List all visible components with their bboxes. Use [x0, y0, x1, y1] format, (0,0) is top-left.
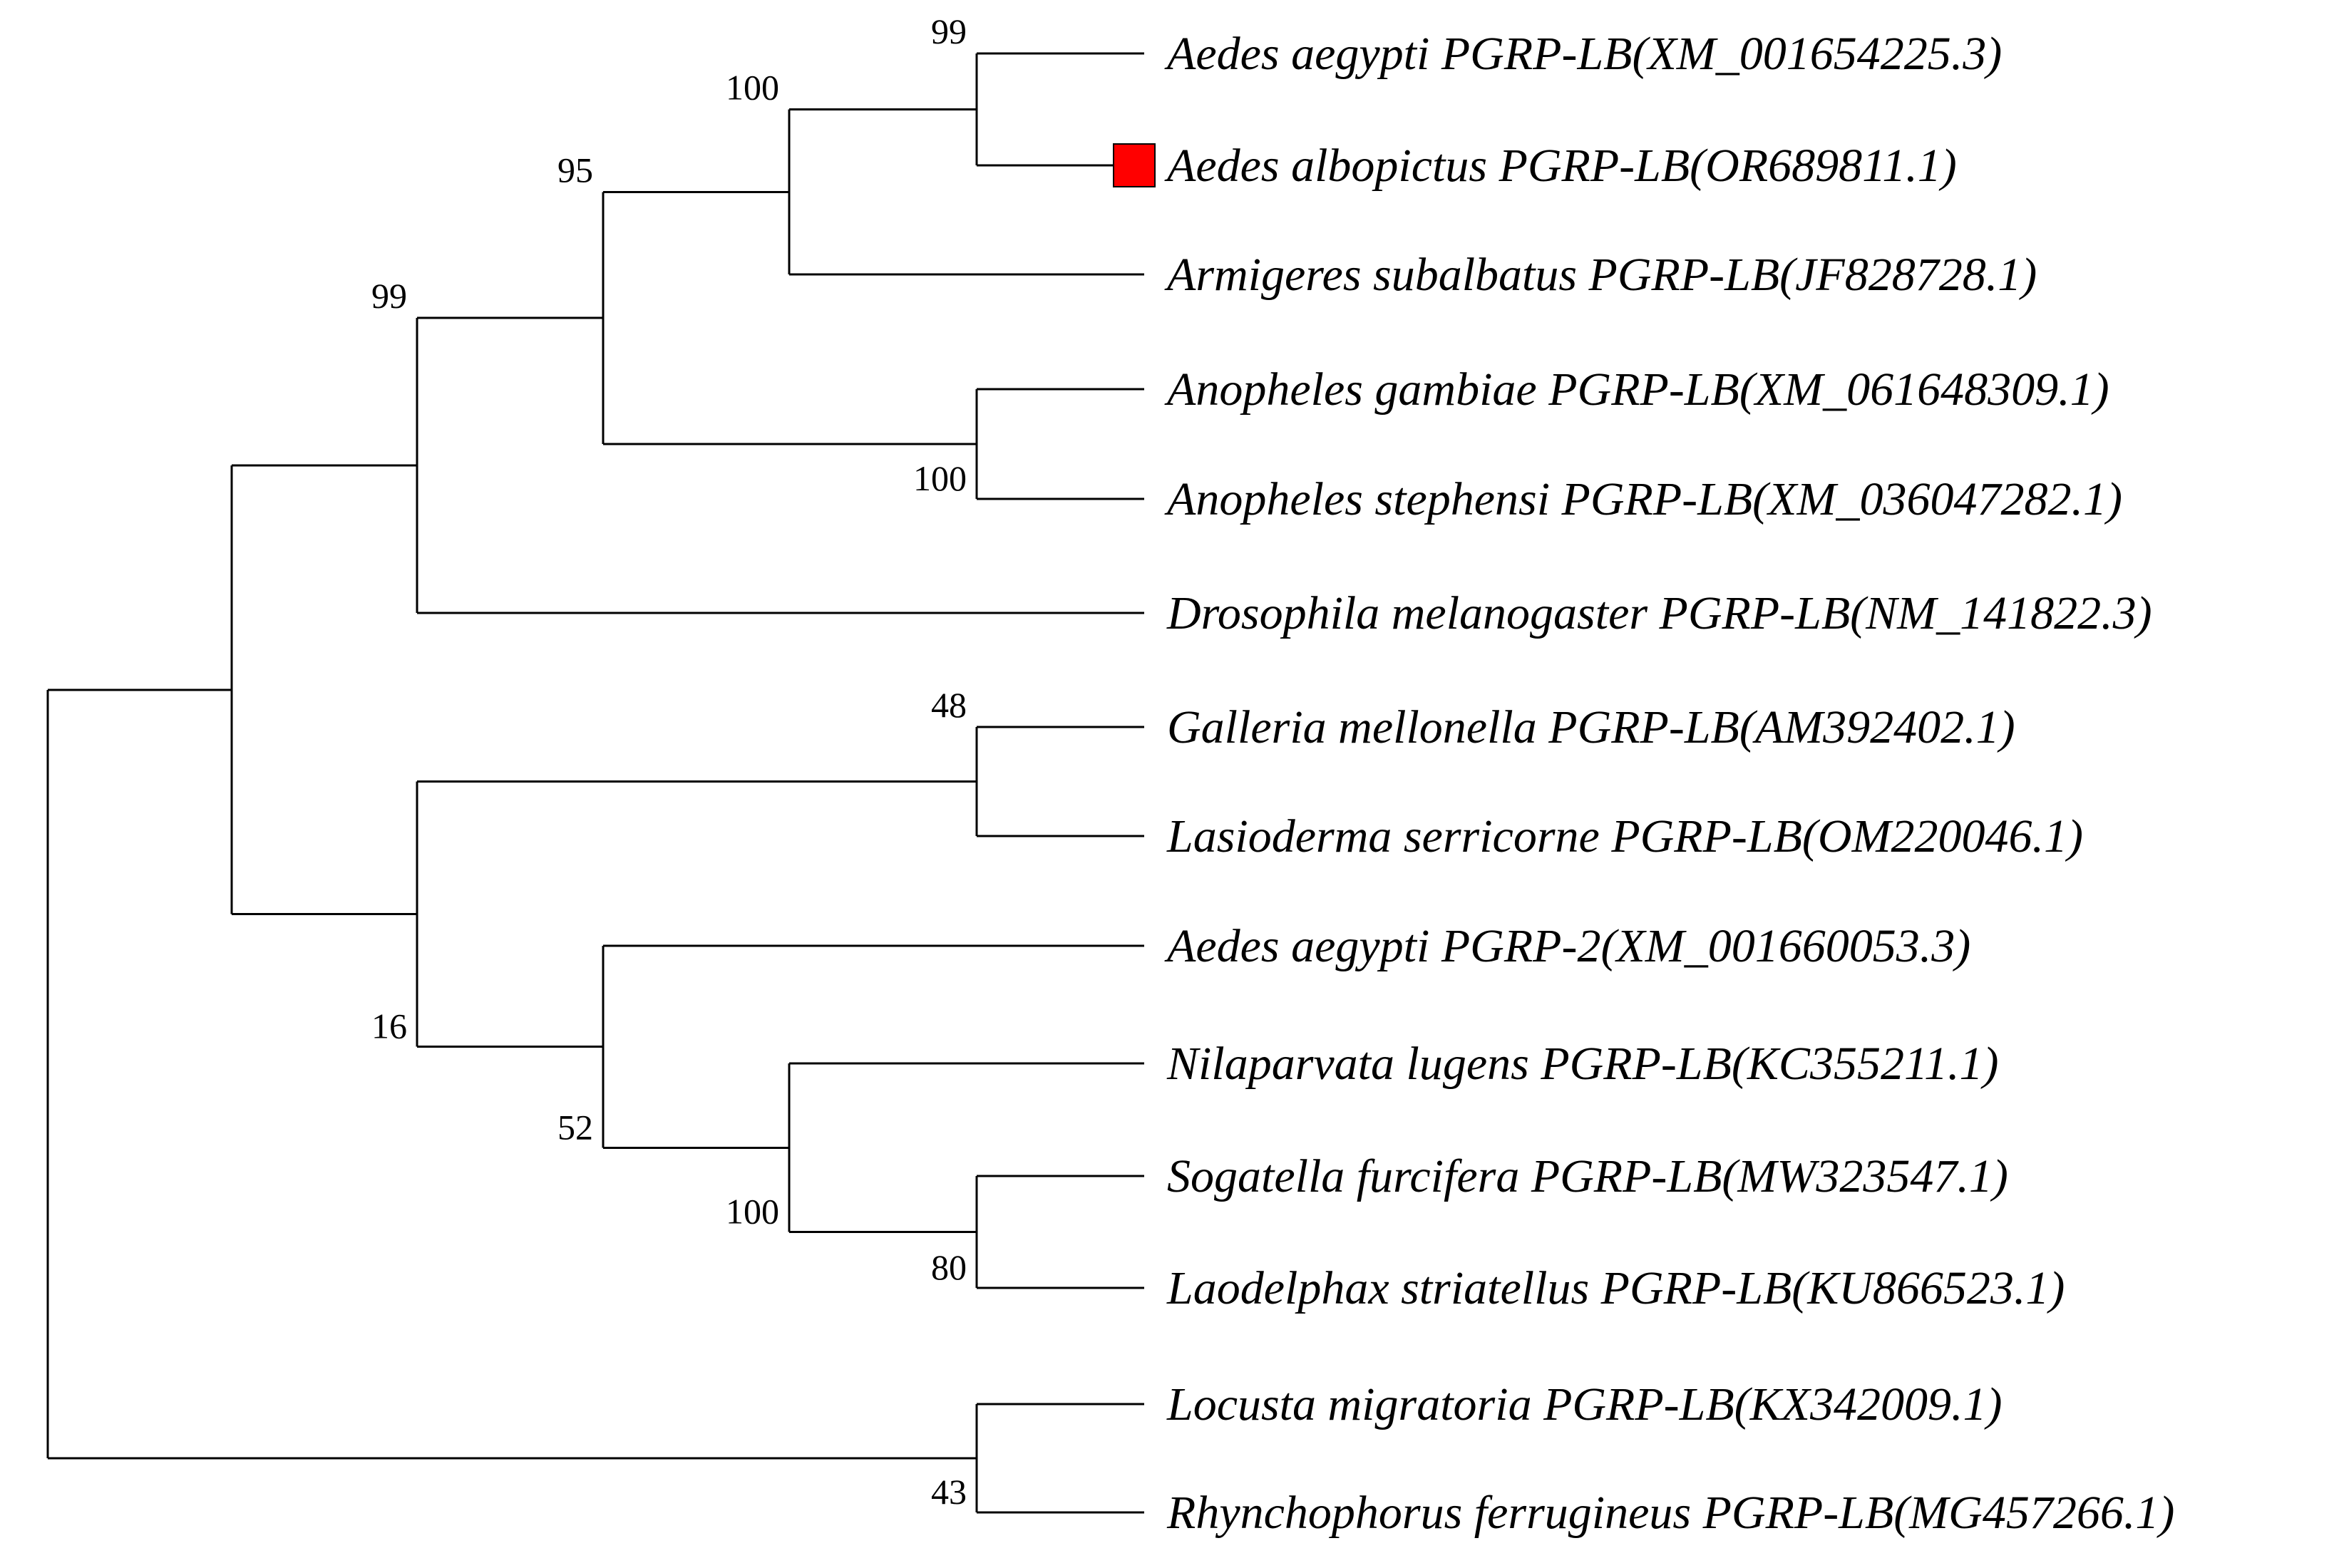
bootstrap-value-n_outgroup: 43 [931, 1472, 967, 1512]
bootstrap-value-n_culicid: 95 [557, 150, 593, 190]
highlight-square-marker [1113, 143, 1156, 187]
taxon-label-t1: Aedes aegypti PGRP-LB(XM_001654225.3) [1164, 28, 2002, 80]
bootstrap-value-n_mixed: 16 [371, 1006, 407, 1046]
bootstrap-values: 99 100 100 95 99 48 80 100 52 16 43 [371, 11, 967, 1512]
taxon-label-t4: Anopheles gambiae PGRP-LB(XM_061648309.1… [1164, 363, 2109, 416]
taxon-label-t13: Locusta migratoria PGRP-LB(KX342009.1) [1166, 1378, 2002, 1430]
taxon-label-t8: Lasioderma serricorne PGRP-LB(OM220046.1… [1166, 810, 2083, 862]
taxon-label-t10: Nilaparvata lugens PGRP-LB(KC355211.1) [1166, 1038, 1999, 1090]
bootstrap-value-n_gal_las: 48 [931, 685, 967, 725]
taxon-label-t12: Laodelphax striatellus PGRP-LB(KU866523.… [1166, 1262, 2065, 1314]
taxon-label-t6: Drosophila melanogaster PGRP-LB(NM_14182… [1166, 587, 2152, 639]
taxon-label-t7: Galleria mellonella PGRP-LB(AM392402.1) [1167, 701, 2015, 753]
taxon-labels: Aedes aegypti PGRP-LB(XM_001654225.3) Aed… [1164, 28, 2174, 1539]
bootstrap-value-n_dipt: 99 [371, 276, 407, 316]
bootstrap-value-n_hemip: 100 [726, 1192, 779, 1232]
bootstrap-value-n_sog_lao: 80 [931, 1247, 967, 1287]
taxon-label-t14: Rhynchophorus ferrugineus PGRP-LB(MG4572… [1166, 1487, 2174, 1539]
taxon-label-t11: Sogatella furcifera PGRP-LB(MW323547.1) [1167, 1150, 2008, 1202]
tree-marks [1113, 143, 1156, 187]
bootstrap-value-n_anoph: 100 [913, 458, 967, 498]
tree-branches [46, 52, 1144, 1514]
bootstrap-value-n_pgrp2: 52 [557, 1107, 593, 1147]
taxon-label-t3: Armigeres subalbatus PGRP-LB(JF828728.1) [1164, 249, 2037, 301]
bootstrap-value-n_aedes_arm: 100 [726, 68, 779, 108]
bootstrap-value-n_aedes: 99 [931, 11, 967, 51]
taxon-label-t2: Aedes albopictus PGRP-LB(OR689811.1) [1164, 140, 1957, 192]
taxon-label-t5: Anopheles stephensi PGRP-LB(XM_036047282… [1164, 473, 2122, 525]
taxon-label-t9: Aedes aegypti PGRP-2(XM_001660053.3) [1164, 920, 1970, 972]
